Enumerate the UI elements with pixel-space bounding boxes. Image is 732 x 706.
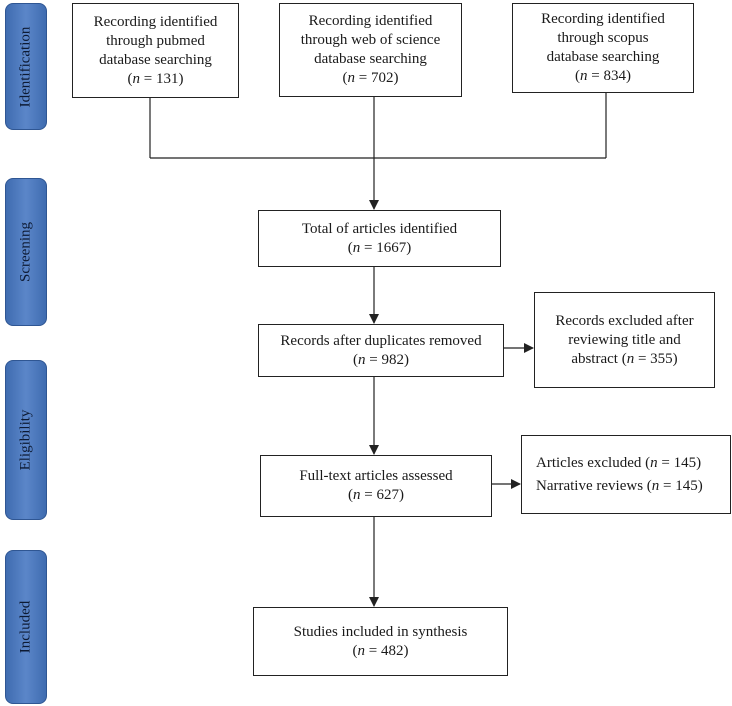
node-pubmed: Recording identified through pubmed data… — [72, 3, 239, 98]
node-dedup: Records after duplicates removed (n = 98… — [258, 324, 504, 377]
node-text: Records after duplicates removed — [280, 332, 482, 349]
node-text: Full-text articles assessed — [299, 468, 453, 484]
node-included: Studies included in synthesis (n = 482) — [253, 607, 508, 676]
node-count: (n = 702) — [342, 70, 399, 86]
phase-label: Screening — [17, 222, 34, 282]
phase-screening: Screening — [5, 178, 47, 326]
node-total: Total of articles identified (n = 1667) — [258, 210, 501, 267]
node-excluded-title-abstract: Records excluded after reviewing title a… — [534, 292, 715, 388]
node-text: through scopus — [557, 30, 649, 46]
node-text: through pubmed — [106, 32, 205, 49]
node-text: reviewing title and — [568, 331, 681, 348]
node-text: Recording identified — [541, 11, 665, 27]
node-text: database searching — [99, 51, 212, 68]
node-wos: Recording identified through web of scie… — [279, 3, 462, 97]
node-count: Articles excluded (n = 145) — [536, 454, 702, 471]
node-text: database searching — [314, 51, 427, 67]
phase-included: Included — [5, 550, 47, 704]
node-text: database searching — [546, 49, 660, 65]
phase-identification: Identification — [5, 3, 47, 130]
node-count: (n = 982) — [353, 351, 409, 368]
node-count: abstract (n = 355) — [571, 350, 678, 367]
node-count: Narrative reviews (n = 145) — [536, 477, 703, 494]
node-count: (n = 1667) — [347, 239, 412, 256]
node-count: (n = 627) — [348, 487, 404, 503]
phase-eligibility: Eligibility — [5, 360, 47, 520]
node-text: Total of articles identified — [301, 220, 458, 237]
node-excluded-articles: Articles excluded (n = 145) Narrative re… — [521, 435, 731, 514]
node-scopus: Recording identified through scopus data… — [512, 3, 694, 93]
node-text: Recording identified — [308, 13, 433, 29]
node-text: Studies included in synthesis — [293, 623, 468, 640]
node-count: (n = 131) — [127, 70, 184, 87]
node-count: (n = 482) — [352, 642, 409, 659]
node-fulltext: Full-text articles assessed (n = 627) — [260, 455, 492, 517]
node-text: Recording identified — [93, 13, 218, 30]
phase-label: Identification — [17, 26, 34, 107]
node-text: Records excluded after — [555, 312, 694, 329]
node-text: through web of science — [300, 32, 441, 48]
phase-label: Included — [17, 600, 34, 654]
node-count: (n = 834) — [575, 68, 631, 84]
phase-label: Eligibility — [17, 409, 34, 471]
